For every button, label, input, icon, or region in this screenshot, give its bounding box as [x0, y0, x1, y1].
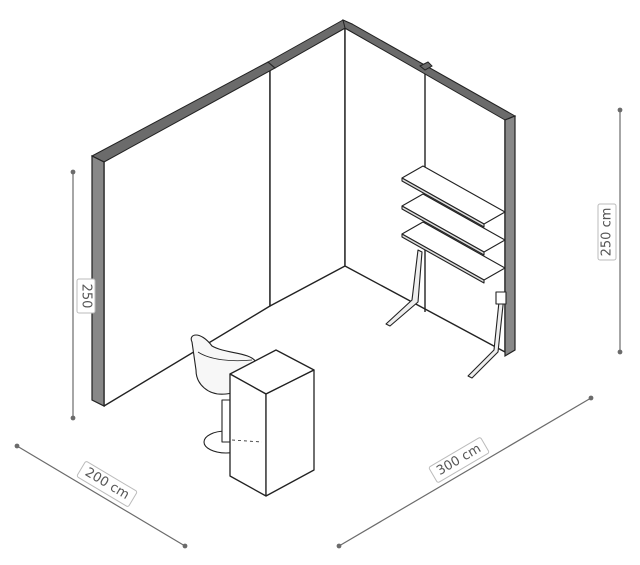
back-wall-cap-joint	[419, 61, 433, 71]
dimension-lines	[14, 107, 623, 549]
dim-width-end-a	[336, 543, 342, 549]
dim-right-height-end-bottom	[617, 349, 623, 355]
label-right-height-box	[597, 203, 617, 261]
dim-width-line	[338, 397, 592, 547]
label-left-height: 250	[76, 278, 96, 314]
right-wall-end	[504, 115, 516, 358]
label-right-height: 250 cm	[597, 203, 617, 261]
shelf-middle-edge	[401, 205, 485, 256]
shelf-unit	[385, 165, 507, 379]
dim-width-end-b	[588, 395, 594, 401]
dim-left-height-end-top	[70, 169, 76, 175]
left-wall-end	[91, 155, 105, 407]
counter-hidden-edge	[231, 439, 263, 443]
counter-side	[265, 369, 315, 497]
shelf-leg-left	[385, 249, 423, 327]
dim-depth-end-a	[14, 443, 20, 449]
middle-wall-panel	[269, 27, 346, 307]
chair-shell-rim	[197, 351, 253, 362]
chair-stem	[221, 399, 231, 443]
counter	[229, 349, 315, 497]
dim-left-height-end-bottom	[70, 415, 76, 421]
label-left-height-box	[76, 278, 96, 314]
wall-ends	[91, 115, 516, 407]
counter-front	[229, 373, 267, 497]
label-depth-box	[76, 461, 138, 507]
dim-depth-end-b	[182, 543, 188, 549]
label-right-height-text: 250 cm	[600, 208, 615, 257]
shelf-top-edge	[401, 177, 485, 228]
dim-depth-line	[16, 445, 186, 547]
shelf-bracket	[495, 291, 507, 305]
wall-top-caps	[90, 19, 517, 163]
label-width-box	[428, 437, 490, 483]
shelf-bottom-edge	[401, 233, 485, 284]
label-left-height-text: 250	[79, 284, 94, 309]
dim-right-height-end-top	[617, 107, 623, 113]
